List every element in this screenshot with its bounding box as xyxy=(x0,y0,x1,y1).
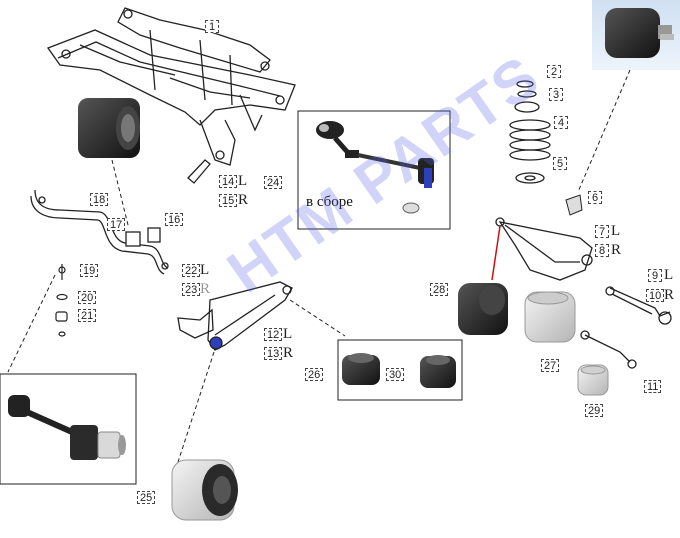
callout-23: 23 xyxy=(182,283,201,296)
callout-6: 6 xyxy=(588,191,602,204)
callout-14: 14 xyxy=(219,175,238,188)
callout-18: 18 xyxy=(90,193,109,206)
callout-10-side: R xyxy=(664,287,675,303)
callout-10: 10 xyxy=(646,289,665,302)
callout-3: 3 xyxy=(549,88,563,101)
callout-7-side: L xyxy=(611,223,621,239)
callout-2: 2 xyxy=(547,65,561,78)
leader-line xyxy=(577,69,631,193)
callout-7: 7 xyxy=(595,225,609,238)
callout-30: 30 xyxy=(386,368,405,381)
callout-13-side: R xyxy=(283,345,294,361)
callout-24: 24 xyxy=(264,176,283,189)
bushing-29-photo xyxy=(577,364,609,396)
strut-mount-photo xyxy=(605,8,674,58)
bushing-26-photo xyxy=(342,353,380,385)
link-small-parts-drawing xyxy=(55,264,68,337)
leader-line xyxy=(177,351,215,463)
bushing-25-photo xyxy=(171,459,238,521)
leader-line xyxy=(491,225,501,281)
callout-12: 12 xyxy=(264,328,283,341)
callout-13: 13 xyxy=(264,347,283,360)
spring-assembly-drawing xyxy=(509,80,551,184)
leader-line xyxy=(289,299,346,337)
callout-21: 21 xyxy=(78,309,97,322)
bracket-drawing xyxy=(187,159,211,184)
trailing-arm-drawing xyxy=(177,281,293,351)
stabilizer-bushing-photo xyxy=(78,98,140,158)
callout-20: 20 xyxy=(78,291,97,304)
callout-29: 29 xyxy=(585,404,604,417)
callout-11: 11 xyxy=(644,380,662,393)
bushing-28-photo xyxy=(458,283,508,335)
callout-9: 9 xyxy=(648,269,662,282)
stabilizer-bar-drawing xyxy=(30,189,169,275)
callout-5: 5 xyxy=(553,157,567,170)
callout-15: 15 xyxy=(219,194,238,207)
assembly-link-photo xyxy=(316,121,434,214)
callout-14-side: L xyxy=(238,173,248,189)
leader-line xyxy=(7,274,56,373)
callout-26: 26 xyxy=(305,368,324,381)
callout-16: 16 xyxy=(165,213,184,226)
bushing-27-photo xyxy=(524,291,576,343)
bump-stop-drawing xyxy=(565,194,583,216)
assembly-caption: в сборе xyxy=(306,194,353,210)
callout-12-side: L xyxy=(283,326,293,342)
callout-25: 25 xyxy=(137,491,156,504)
callout-8: 8 xyxy=(595,244,609,257)
callout-23-side: R xyxy=(200,281,211,297)
lower-arm-drawing xyxy=(495,217,593,281)
callout-8-side: R xyxy=(611,242,622,258)
stabilizer-link-photo xyxy=(8,395,126,460)
leader-line xyxy=(111,159,129,226)
callout-27: 27 xyxy=(541,359,560,372)
callout-22: 22 xyxy=(182,264,201,277)
subframe-drawing xyxy=(46,7,296,166)
lateral-link-drawing xyxy=(580,286,672,369)
callout-15-side: R xyxy=(238,192,249,208)
callout-1: 1 xyxy=(205,20,219,33)
bushing-30-photo xyxy=(420,355,456,388)
callout-4: 4 xyxy=(554,116,568,129)
callout-17: 17 xyxy=(107,218,126,231)
callout-22-side: L xyxy=(200,262,210,278)
callout-28: 28 xyxy=(430,283,449,296)
callout-19: 19 xyxy=(80,264,99,277)
callout-9-side: L xyxy=(664,267,674,283)
